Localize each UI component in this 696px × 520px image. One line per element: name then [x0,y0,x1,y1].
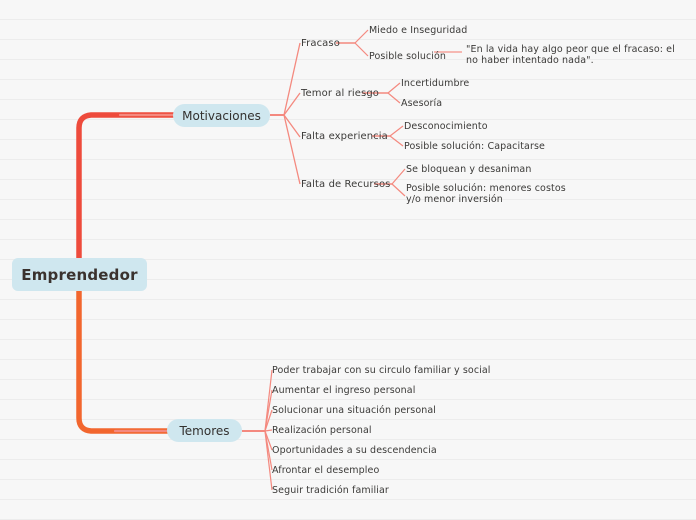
node-ingreso-personal[interactable]: Aumentar el ingreso personal [272,385,416,396]
wire-temores-2 [264,389,273,432]
branch-node-motivaciones[interactable]: Motivaciones [173,104,270,127]
node-incertidumbre[interactable]: Incertidumbre [401,78,470,89]
node-posible-solucion-capacitarse[interactable]: Posible solución: Capacitarse [404,141,545,152]
node-circulo-familiar[interactable]: Poder trabajar con su circulo familiar y… [272,365,491,376]
wire-motivaciones-experiencia [283,114,301,138]
wire-fracaso-solucion [354,42,369,57]
node-posible-solucion-menores-costos[interactable]: Posible solución: menores costos y/o men… [406,183,566,205]
wire-temores-4 [264,429,273,432]
node-miedo-e-inseguridad[interactable]: Miedo e Inseguridad [369,25,468,36]
node-descendencia[interactable]: Oportunidades a su descendencia [272,445,437,456]
wire-experiencia-capacitarse [389,135,404,147]
wire-temores-1 [264,369,273,432]
wire-temores-3 [264,409,273,432]
branch-node-temores[interactable]: Temores [167,419,242,442]
node-afrontar-el-desempleo[interactable]: Afrontar el desempleo [272,465,380,476]
wire-temores-7 [264,430,273,491]
node-se-bloquean-y-desaniman[interactable]: Se bloquean y desaniman [406,164,532,175]
node-quote-fracaso[interactable]: "En la vida hay algo peor que el fracaso… [466,44,675,66]
wire-temores-6 [264,430,273,471]
node-posible-solucion-fracaso[interactable]: Posible solución [369,51,447,62]
node-asesoria[interactable]: Asesoría [401,98,443,109]
wire-motivaciones-recursos [283,114,301,185]
wire-motivaciones-temor [283,92,301,116]
trunk-lower [76,271,170,434]
node-falta-de-recursos[interactable]: Falta de Recursos [301,179,391,190]
wire-recursos-bloquean [391,168,406,185]
node-realizacion-personal[interactable]: Realización personal [272,425,372,436]
wire-motivaciones-fracaso [283,42,301,116]
wire-recursos-costos [391,183,406,197]
trunk-upper [76,112,176,277]
wire-experiencia-desconocimiento [389,125,404,137]
node-desconocimiento[interactable]: Desconocimiento [404,121,488,132]
wire-temor-incertidumbre [387,82,401,94]
root-node[interactable]: Emprendedor [12,258,147,291]
node-situacion-personal[interactable]: Solucionar una situación personal [272,405,437,416]
node-falta-experiencia[interactable]: Falta experiencia [301,131,388,142]
wire-temores-5 [264,430,273,451]
wire-fracaso-miedo [354,29,369,44]
node-fracaso[interactable]: Fracaso [301,38,340,49]
node-tradicion-familiar[interactable]: Seguir tradición familiar [272,485,389,496]
node-temor-al-riesgo[interactable]: Temor al riesgo [301,88,380,99]
wire-temor-asesoria [387,92,401,104]
